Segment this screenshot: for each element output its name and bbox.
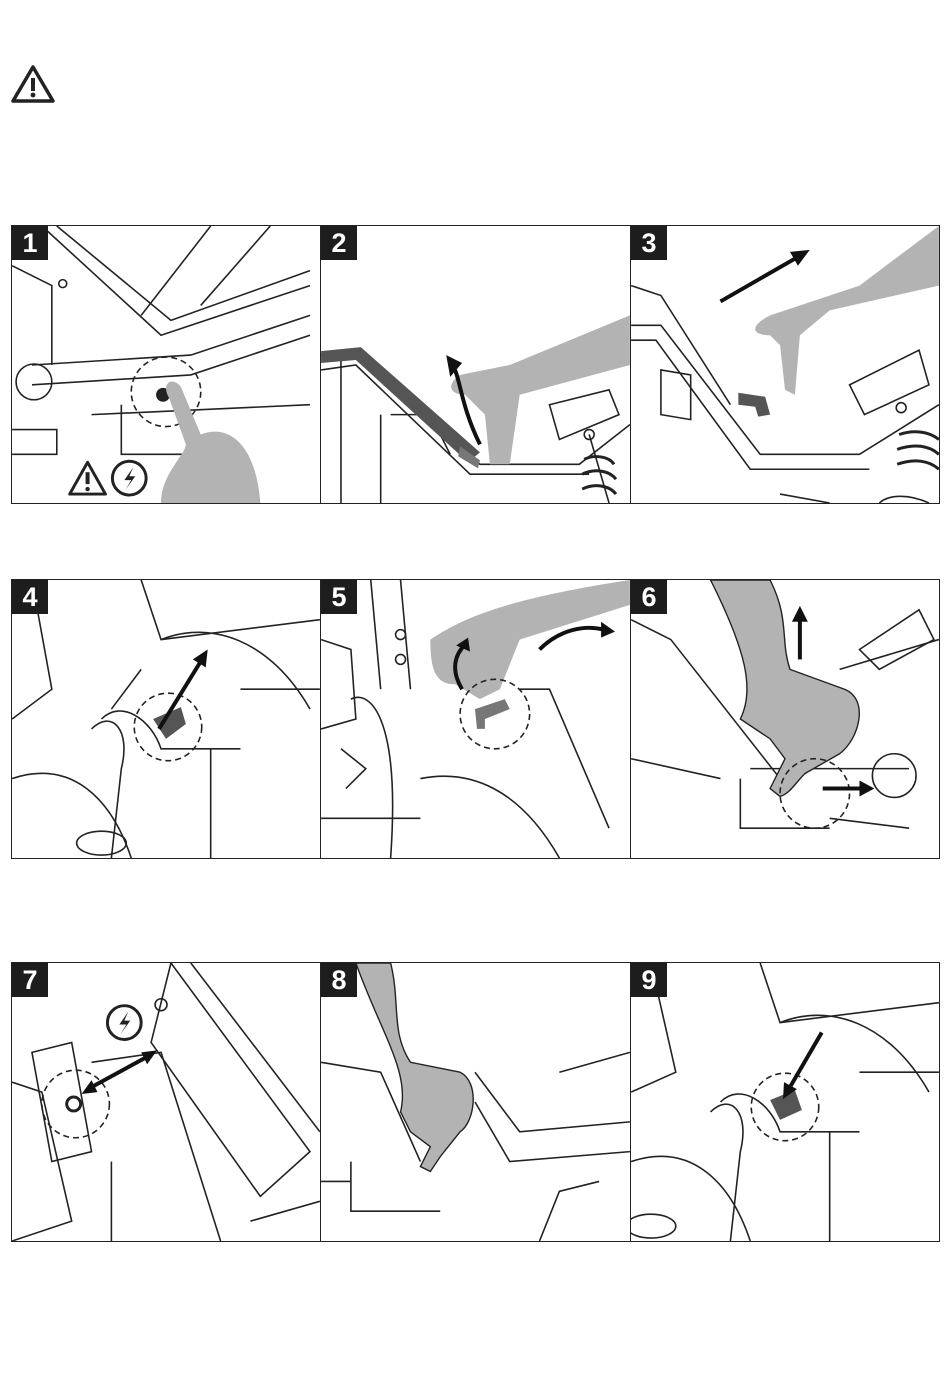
step-number: 8 xyxy=(321,963,357,997)
step-7-panel: 7 xyxy=(11,962,321,1242)
step-number: 7 xyxy=(12,963,48,997)
step-1-panel: 1 xyxy=(11,225,321,504)
step-3-panel: 3 xyxy=(630,225,940,504)
step-number: 5 xyxy=(321,580,357,614)
step-2-panel: 2 xyxy=(320,225,631,504)
step-5-illustration xyxy=(321,580,630,858)
step-4-panel: 4 xyxy=(11,579,321,859)
step-number: 2 xyxy=(321,226,357,260)
power-off-icon xyxy=(107,1006,141,1040)
step-2-illustration xyxy=(321,226,630,503)
step-9-illustration xyxy=(631,963,939,1241)
step-number: 9 xyxy=(631,963,667,997)
warning-triangle-icon xyxy=(10,64,56,104)
warning-triangle-icon xyxy=(70,462,106,494)
power-off-icon xyxy=(112,461,146,495)
step-6-panel: 6 xyxy=(630,579,940,859)
step-number: 4 xyxy=(12,580,48,614)
step-9-panel: 9 xyxy=(630,962,940,1242)
step-number: 3 xyxy=(631,226,667,260)
step-number: 6 xyxy=(631,580,667,614)
step-8-illustration xyxy=(321,963,630,1241)
step-1-illustration xyxy=(12,226,320,503)
step-4-illustration xyxy=(12,580,320,858)
step-number: 1 xyxy=(12,226,48,260)
step-8-panel: 8 xyxy=(320,962,631,1242)
step-6-illustration xyxy=(631,580,939,858)
step-5-panel: 5 xyxy=(320,579,631,859)
step-7-illustration xyxy=(12,963,320,1241)
step-3-illustration xyxy=(631,226,939,503)
